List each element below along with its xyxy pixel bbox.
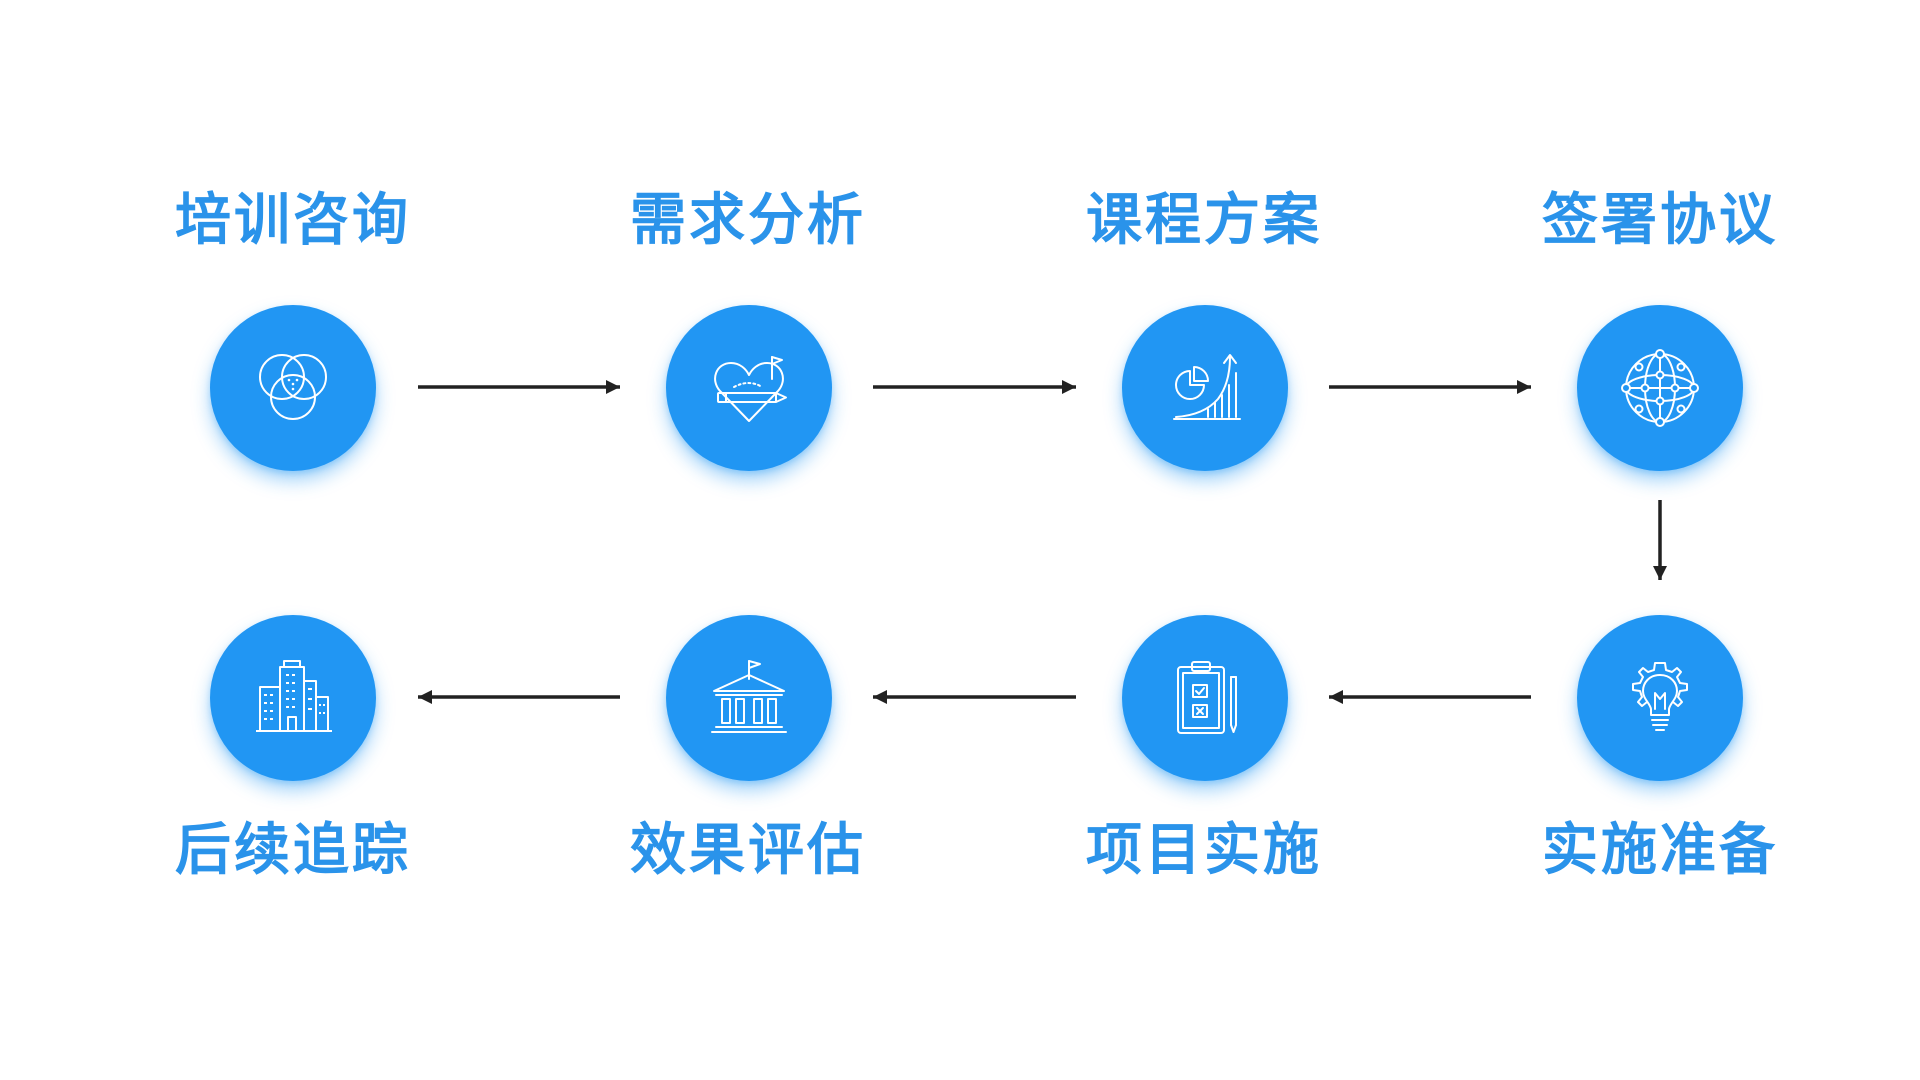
step-node-5: [1577, 615, 1743, 781]
institution-building-icon: [711, 660, 787, 733]
clipboard-checklist-icon: [1177, 661, 1237, 734]
step-label-4: 签署协议: [1542, 188, 1778, 253]
growth-chart-icon: [1173, 354, 1241, 420]
step-label-5: 实施准备: [1542, 818, 1778, 883]
step-node-1: [210, 305, 376, 471]
office-buildings-icon: [256, 660, 332, 732]
step-node-6: [1122, 615, 1288, 781]
step-node-8: [210, 615, 376, 781]
step-node-3: [1122, 305, 1288, 471]
step-label-1: 培训咨询: [175, 188, 411, 253]
heart-pencil-icon: [714, 356, 787, 422]
venn-circles-icon: [259, 354, 327, 420]
step-node-4: [1577, 305, 1743, 471]
step-label-3: 课程方案: [1086, 188, 1322, 253]
step-label-2: 需求分析: [630, 188, 866, 253]
network-globe-icon: [1621, 349, 1699, 427]
step-node-7: [666, 615, 832, 781]
step-label-8: 后续追踪: [175, 818, 411, 883]
step-node-2: [666, 305, 832, 471]
step-label-7: 效果评估: [630, 818, 866, 883]
step-label-6: 项目实施: [1086, 818, 1322, 883]
lightbulb-gear-icon: [1632, 662, 1688, 731]
